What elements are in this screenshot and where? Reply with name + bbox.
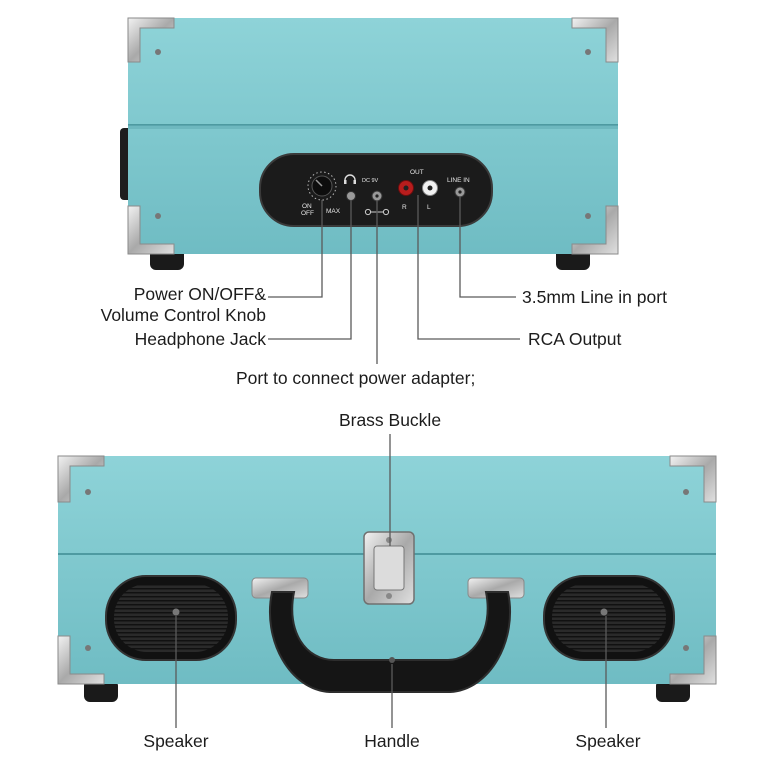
corner-top-left (127, 17, 175, 63)
callout-speaker-right: Speaker (575, 731, 641, 751)
control-panel (259, 153, 493, 227)
panel-line-in-label: LINE IN (447, 177, 470, 184)
rca-jacks (398, 180, 438, 196)
callout-brass-buckle: Brass Buckle (338, 410, 442, 430)
line-in-port (454, 186, 466, 198)
case-front-view (57, 455, 717, 702)
leader-power (268, 200, 323, 298)
panel-max-label: MAX (326, 208, 341, 215)
callout-rca-output: RCA Output (528, 329, 622, 349)
corner-bottom-left (127, 205, 175, 255)
case-back-view (120, 17, 619, 270)
volume-knob (307, 171, 337, 201)
dc-power-port (364, 190, 390, 216)
panel-r-label: R (402, 204, 407, 211)
corner-bottom-right (669, 635, 717, 685)
corner-bottom-left (57, 635, 105, 685)
callout-power-adapter-port: Port to connect power adapter; (236, 368, 476, 388)
leader-rca (417, 195, 520, 340)
callout-power-line1: Power ON/OFF& (133, 284, 266, 304)
corner-top-right (571, 17, 619, 63)
corner-bottom-right (571, 205, 619, 255)
leader-lines (175, 195, 607, 728)
foot-right (656, 680, 690, 702)
case-body-top (128, 18, 618, 254)
callout-handle: Handle (364, 731, 420, 751)
brass-buckle (363, 531, 415, 605)
corner-top-right (669, 455, 717, 503)
corner-top-left (57, 455, 105, 503)
panel-on-label: ON (302, 203, 312, 210)
callout-speaker-left: Speaker (143, 731, 209, 751)
panel-markings: ON OFF MAX DC 9V OUT R L LINE IN (301, 169, 470, 217)
panel-dc-label: DC 9V (362, 178, 379, 184)
callout-headphone-jack: Headphone Jack (134, 329, 266, 349)
handle (251, 577, 525, 693)
leader-headphone (268, 200, 352, 340)
leader-line-in (459, 197, 516, 298)
panel-out-label: OUT (410, 169, 424, 176)
callout-power-knob: Power ON/OFF& Volume Control Knob (40, 284, 266, 326)
panel-off-label: OFF (301, 210, 314, 217)
foot-left (84, 680, 118, 702)
panel-l-label: L (427, 204, 431, 211)
callout-line-in-port: 3.5mm Line in port (522, 287, 667, 307)
callout-power-line2: Volume Control Knob (100, 305, 266, 325)
speaker-left (105, 575, 237, 661)
speaker-right (543, 575, 675, 661)
headphone-jack (344, 174, 356, 201)
